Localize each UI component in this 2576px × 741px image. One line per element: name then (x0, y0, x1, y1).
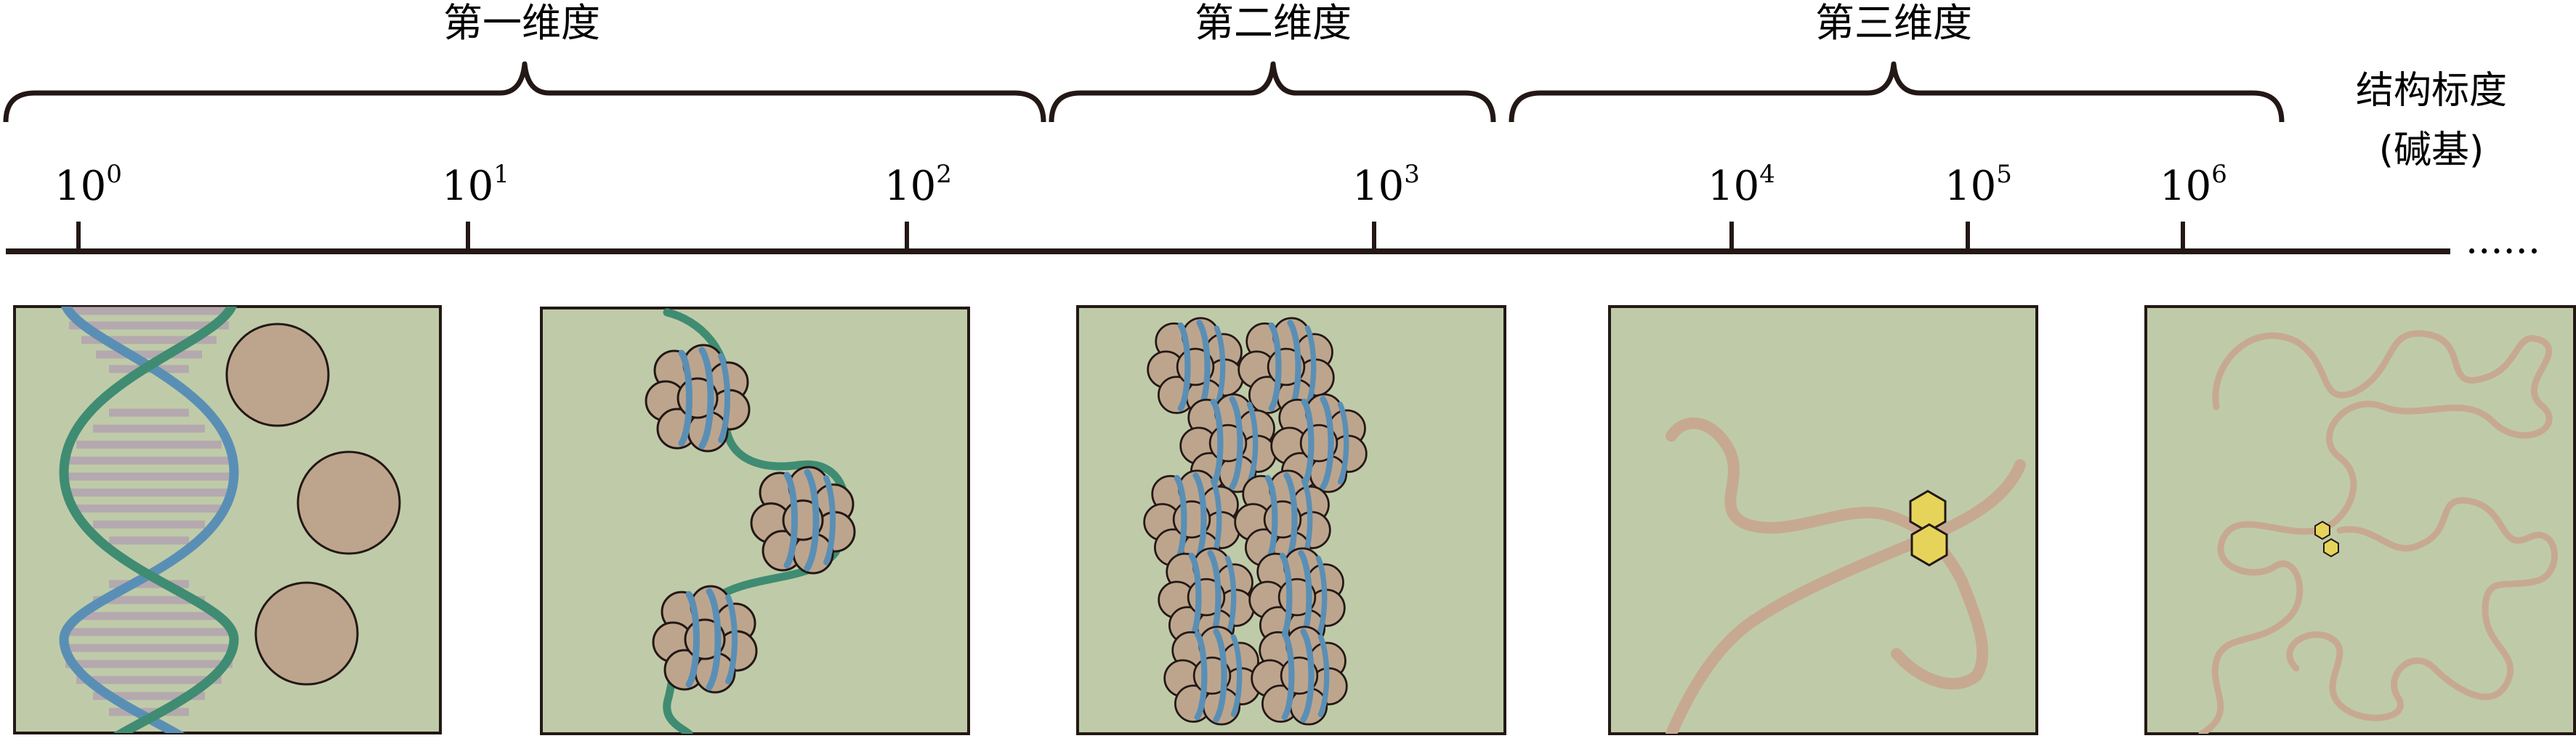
scale-title-line2: (碱基) (2379, 129, 2484, 172)
scale-continuation: ...... (2466, 216, 2540, 262)
panel-nucleosome-fiber (540, 307, 970, 735)
tick-label-4: 104 (1708, 160, 1775, 210)
tick-label-1: 101 (442, 160, 509, 210)
dimension-brace-2 (1049, 61, 1496, 123)
chromatin-strand (1665, 459, 2026, 734)
dimension-label-1: 第一维度 (443, 0, 600, 46)
chromatin-strand (2198, 330, 2553, 734)
chromatin-strand (2286, 497, 2558, 721)
contact-marker (2314, 520, 2330, 540)
scale-title-line1: 结构标度 (2356, 69, 2507, 113)
dimension-label-2: 第二维度 (1195, 0, 1352, 46)
panel-chromatin-loop (1608, 305, 2038, 735)
tick-label-2: 102 (884, 160, 952, 210)
panel-dna-helix (13, 305, 442, 734)
panel-chromatin-fiber (1076, 305, 1506, 735)
panel-chromosome-territory (2144, 305, 2576, 735)
base-pair-rungs (61, 307, 237, 716)
dimension-brace-3 (1509, 61, 2285, 123)
scale-ticks (76, 222, 2185, 251)
tick-label-3: 103 (1352, 160, 1420, 210)
histone-octamer (254, 581, 359, 686)
contact-marker (2323, 538, 2339, 558)
histone-octamer (296, 450, 401, 555)
histone-octamer (225, 323, 330, 427)
dna-strand-blue (59, 307, 239, 733)
dimension-brace-1 (3, 61, 1046, 123)
chromatin-strand (1665, 417, 1989, 690)
tick-label-6: 106 (2160, 160, 2227, 210)
contact-marker (1910, 523, 1948, 567)
dna-strand-green (59, 307, 239, 733)
tick-label-5: 105 (1945, 160, 2012, 210)
tick-label-0: 100 (54, 160, 122, 210)
dimension-label-3: 第三维度 (1815, 0, 1972, 46)
